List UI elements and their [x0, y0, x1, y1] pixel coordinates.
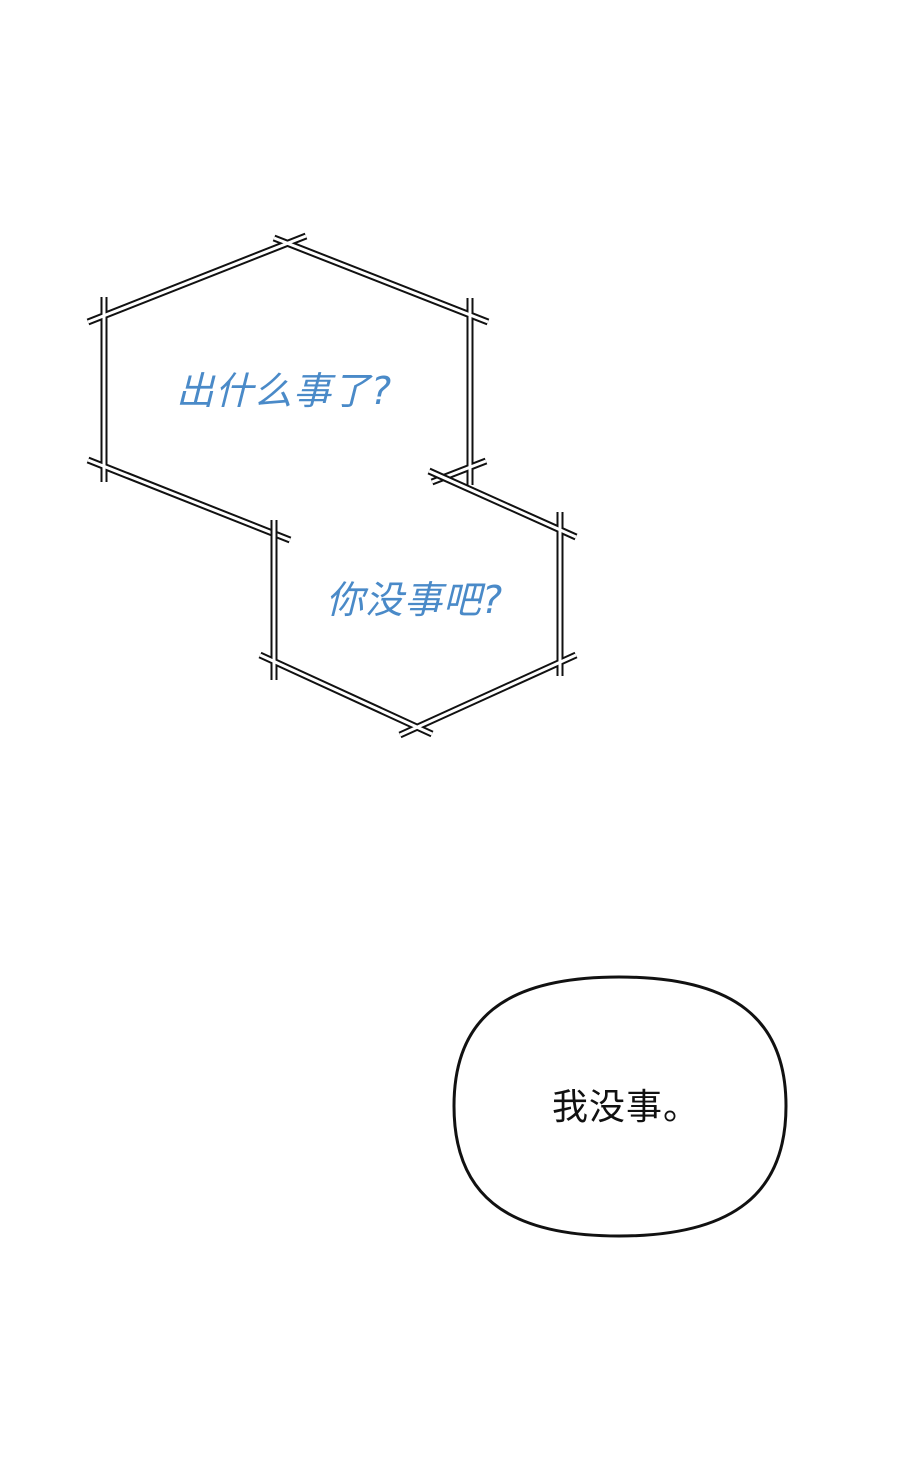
- thought-bubble-text-are-you-ok: 你没事吧?: [326, 578, 504, 622]
- thought-bubble-text-what-happened: 出什么事了?: [176, 369, 393, 413]
- hexagon-bubble-1-outline: [86, 232, 490, 544]
- speech-bubble-text-im-fine: 我没事。: [552, 1087, 701, 1128]
- oval-bubble-outline: [452, 975, 788, 1238]
- hexagon-bubble-2-outline: [258, 467, 578, 739]
